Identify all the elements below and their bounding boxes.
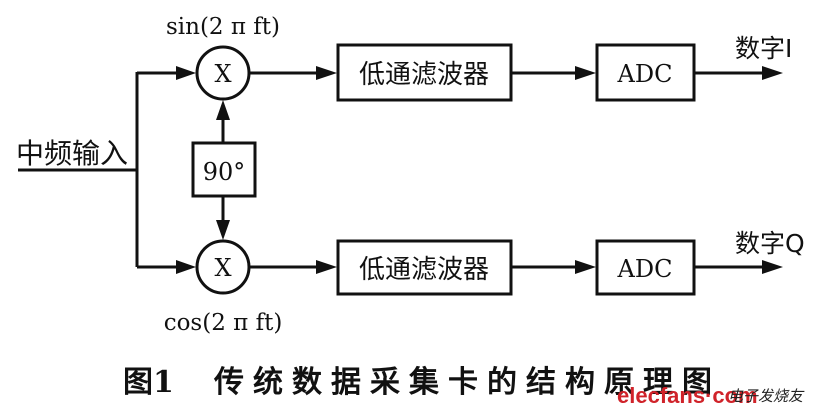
- watermark-brand-cn: 电子发烧友: [728, 387, 805, 405]
- bottom-oscillator-label: cos(2 π ft): [164, 310, 283, 336]
- top-adc-label: ADC: [617, 60, 673, 88]
- bottom-output-label: 数字Q: [735, 229, 805, 258]
- bottom-adc-label: ADC: [617, 255, 673, 283]
- figure-number: 图1: [123, 365, 174, 400]
- input-label: 中频输入: [16, 137, 128, 170]
- bottom-filter-label: 低通滤波器: [359, 255, 489, 285]
- top-output-label: 数字I: [735, 34, 792, 63]
- top-mixer-label: X: [214, 60, 231, 88]
- watermark-brand: elecfans·com: [617, 383, 758, 408]
- top-oscillator-label: sin(2 π ft): [166, 14, 280, 40]
- figure-title: 传统数据采集卡的结构原理图: [213, 365, 721, 400]
- phase-shifter-label: 90°: [203, 158, 246, 186]
- top-filter-label: 低通滤波器: [359, 60, 489, 90]
- bottom-adc-box: [595, 239, 696, 296]
- bottom-mixer-label: X: [214, 254, 231, 282]
